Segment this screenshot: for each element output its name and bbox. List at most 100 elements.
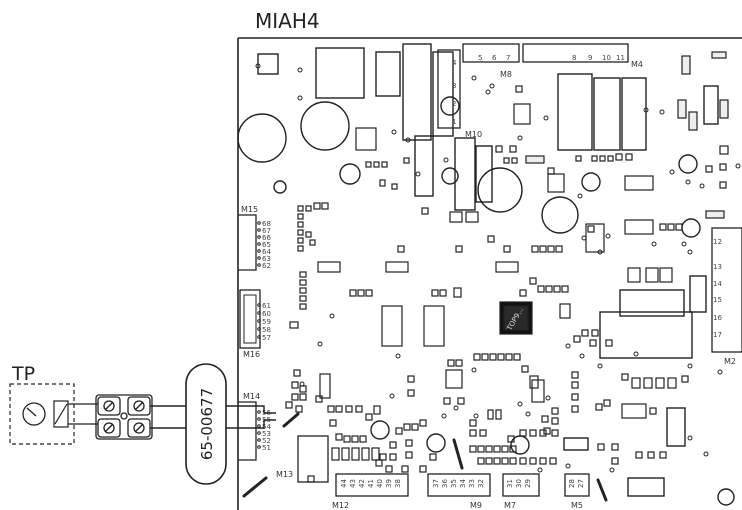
smd-pad — [497, 353, 505, 361]
m10-pin: 1 — [452, 118, 456, 126]
smd-pad — [305, 231, 312, 238]
smd-pad — [385, 261, 409, 273]
m15-pin: 63 — [262, 255, 271, 263]
smd-pad — [611, 457, 619, 465]
smd-pad — [299, 279, 307, 286]
m16-pin: 61 — [262, 302, 271, 310]
smd-pad — [659, 267, 673, 283]
m16-pin: 57 — [262, 334, 271, 342]
smd-pad — [719, 145, 729, 155]
smd-pad — [297, 205, 304, 212]
smd-pad — [507, 435, 515, 443]
connector-m14: M14 — [238, 392, 260, 461]
smd-pad — [599, 155, 606, 162]
smd-pad — [545, 285, 553, 293]
smd-pad — [419, 465, 427, 473]
m8-pin: 6 — [492, 54, 497, 62]
smd-pad — [659, 223, 667, 231]
smd-pad — [297, 229, 304, 236]
via — [255, 63, 261, 69]
pcb-board — [237, 37, 742, 510]
m9-pin: 35 — [450, 479, 458, 488]
smd-pad — [513, 353, 521, 361]
smd-pad — [389, 453, 397, 461]
via — [643, 107, 649, 113]
smd-pad — [571, 381, 579, 389]
smd-pad — [315, 395, 323, 403]
via — [441, 413, 447, 419]
smd-pad — [295, 405, 303, 413]
via — [297, 67, 303, 73]
via — [297, 95, 303, 101]
smd-pad — [597, 443, 605, 451]
smd-pad — [485, 457, 493, 465]
smd-pad — [549, 457, 557, 465]
m9-pin: 37 — [432, 479, 440, 488]
m9-pin: 33 — [468, 479, 476, 488]
smd-pad — [493, 445, 501, 453]
m15-pin-dot — [257, 256, 261, 260]
smd-pad — [631, 377, 641, 389]
m2-pin: 13 — [713, 263, 722, 271]
smd-pad — [573, 335, 581, 343]
smd-pad — [419, 419, 427, 427]
connector-m15-label: M15 — [241, 205, 258, 214]
connector-m8-label: M8 — [500, 70, 512, 79]
smd-pad — [371, 447, 380, 461]
m14-pin: 52 — [262, 437, 271, 445]
smd-pad — [391, 183, 398, 190]
smd-pad — [571, 371, 579, 379]
m14-pin: 53 — [262, 430, 271, 438]
connector-m16-label: M16 — [243, 350, 260, 359]
smd-pad — [405, 451, 413, 459]
m9-pin: 36 — [441, 479, 449, 488]
smd-pad — [297, 213, 304, 220]
via — [473, 413, 479, 419]
m16-pin: 58 — [262, 326, 271, 334]
m2-pin: 12 — [713, 238, 722, 246]
smd-pad — [385, 465, 393, 473]
m16-pin: 59 — [262, 318, 271, 326]
via — [669, 169, 675, 175]
smd-pad — [529, 457, 537, 465]
smd-pad — [447, 359, 455, 367]
smd-pad — [495, 261, 519, 273]
via — [443, 157, 449, 163]
smd-pad — [307, 475, 315, 483]
smd-pad — [351, 447, 360, 461]
m16-pin-dot — [257, 327, 261, 331]
smd-pad — [291, 381, 299, 389]
smd-pad — [529, 277, 537, 285]
m8-pin: 5 — [478, 54, 482, 62]
smd-pad — [615, 153, 623, 161]
smd-pad — [395, 427, 403, 435]
smd-pad — [341, 447, 350, 461]
smd-pad — [519, 457, 527, 465]
via — [651, 241, 657, 247]
m12-pin: 41 — [367, 479, 375, 488]
smd-pad — [349, 289, 357, 297]
m9-pin: 34 — [459, 479, 467, 488]
smd-pad — [469, 445, 477, 453]
smd-pad — [289, 321, 299, 329]
via — [525, 411, 531, 417]
smd-pad — [443, 397, 451, 405]
via — [299, 381, 305, 387]
smd-pad — [603, 399, 611, 407]
via — [389, 393, 395, 399]
via — [537, 467, 543, 473]
connector-m4: M4 8 9 10 11 — [522, 43, 643, 69]
via — [565, 343, 571, 349]
smd-pad — [421, 207, 429, 215]
connector-m5: M5 — [564, 473, 590, 510]
smd-pad — [439, 289, 447, 297]
via — [517, 401, 523, 407]
smd-pad — [397, 245, 405, 253]
m16-pin-dot — [257, 335, 261, 339]
smd-pad — [465, 211, 479, 223]
m15-pin: 67 — [262, 227, 271, 235]
via — [485, 89, 491, 95]
smd-pad — [495, 145, 503, 153]
